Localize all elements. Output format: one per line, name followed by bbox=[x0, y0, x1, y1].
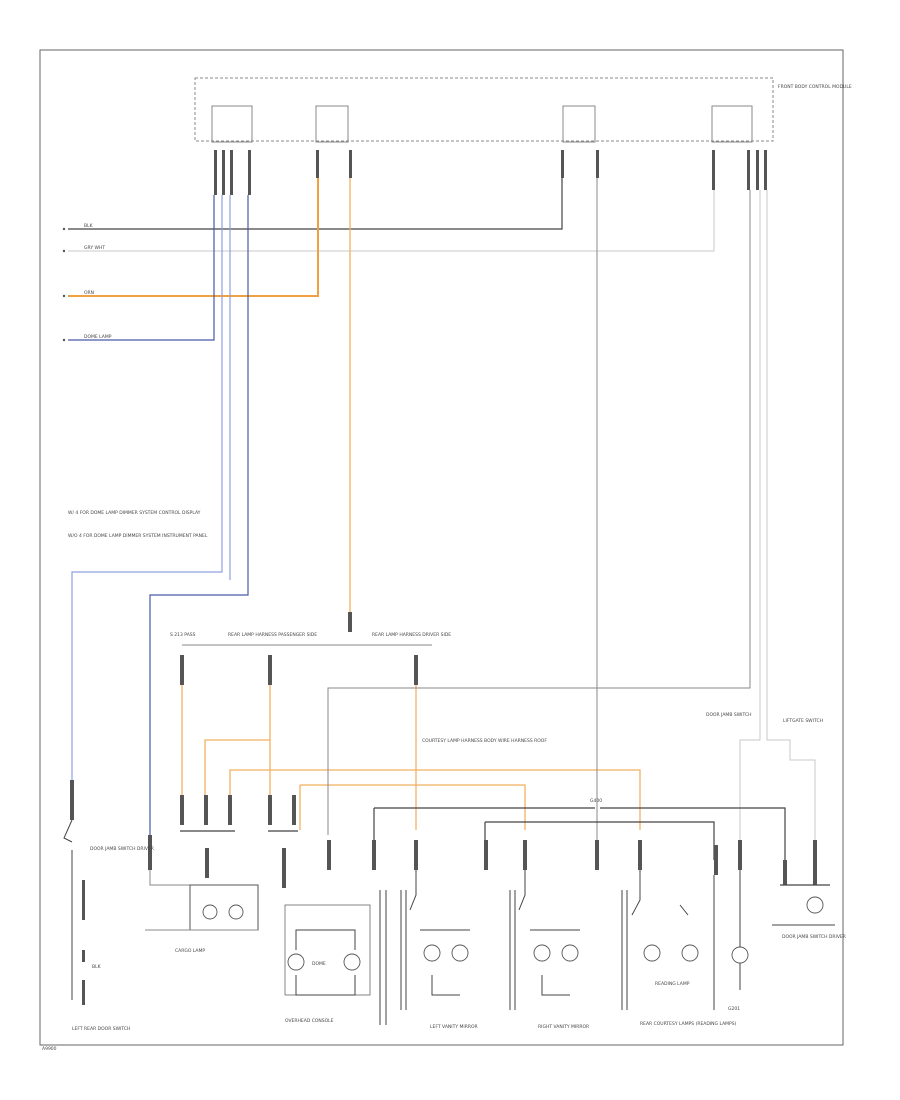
wire-orange-e bbox=[416, 769, 641, 830]
rear-courtesy-edge bbox=[621, 890, 628, 1010]
splice-label-4: COURTESY LAMP HARNESS BODY WIRE HARNESS … bbox=[422, 738, 547, 744]
overhead-console-box bbox=[284, 904, 371, 996]
left-vanity-bulb-1 bbox=[423, 944, 441, 962]
left-vanity-switch bbox=[409, 870, 417, 911]
lamp-pins bbox=[148, 835, 817, 888]
switch-driver-label: DOOR JAMB SWITCH DRIVER bbox=[782, 934, 846, 940]
left-switch bbox=[63, 819, 73, 1000]
console-wiring-b bbox=[295, 975, 356, 996]
door-jamb-label: DOOR JAMB SWITCH bbox=[706, 712, 751, 718]
wire-gray-horz bbox=[327, 190, 751, 835]
rear-courtesy-label: REAR COURTESY LAMPS (READING LAMPS) bbox=[640, 1021, 737, 1027]
door-jamb-bulb bbox=[731, 946, 749, 964]
wire-light-right-b bbox=[766, 190, 816, 840]
right-vanity-bulb-2 bbox=[561, 944, 579, 962]
right-vanity-label: RIGHT VANITY MIRROR bbox=[538, 1024, 589, 1030]
wire-blue-left bbox=[71, 195, 223, 780]
module-connector-3 bbox=[562, 105, 596, 143]
wire-blk bbox=[68, 178, 563, 230]
wire-gry-wht bbox=[68, 190, 715, 252]
left-switch-label: DOOR JAMB SWITCH DRIVER bbox=[90, 846, 154, 852]
console-wiring bbox=[295, 929, 356, 950]
cargo-bulb-1 bbox=[202, 904, 218, 920]
wire-label-c: ORN bbox=[84, 290, 94, 296]
wire-label-a: BLK bbox=[84, 223, 94, 229]
left-switch-pin bbox=[70, 780, 74, 820]
wire-light-right-a bbox=[739, 190, 761, 840]
right-vanity-edge bbox=[509, 890, 516, 1010]
fuse-label: BLK bbox=[92, 964, 102, 970]
cargo-wire bbox=[149, 870, 258, 886]
left-chain-pins bbox=[82, 880, 85, 1005]
ground-bus-a bbox=[374, 807, 786, 860]
console-bulb-1 bbox=[287, 953, 305, 971]
wire-label-b: GRY WHT bbox=[84, 245, 105, 251]
module-pins bbox=[214, 150, 767, 195]
wire-label-d: DOME LAMP bbox=[84, 334, 112, 340]
rear-bulb-2 bbox=[681, 944, 699, 962]
overhead-console-label: OVERHEAD CONSOLE bbox=[285, 1018, 334, 1024]
control-module-outline bbox=[194, 77, 774, 142]
left-vanity-bulb-2 bbox=[451, 944, 469, 962]
splice-label-1: S 213 PASS bbox=[170, 632, 196, 638]
note-2: W/O 4 FOR DOME LAMP DIMMER SYSTEM INSTRU… bbox=[68, 533, 208, 539]
wire-orange-g bbox=[300, 784, 526, 830]
diagram-frame bbox=[39, 49, 844, 1046]
rear-courtesy-switches bbox=[631, 870, 689, 916]
cargo-bulb-2 bbox=[228, 904, 244, 920]
wire-dome-lamp bbox=[68, 195, 215, 341]
module-connector-1 bbox=[211, 105, 253, 143]
module-connector-2 bbox=[315, 105, 349, 143]
console-edge bbox=[379, 890, 387, 1025]
module-connector-4 bbox=[711, 105, 753, 143]
control-module-label: FRONT BODY CONTROL MODULE bbox=[778, 84, 852, 90]
ground-label: G400 bbox=[590, 798, 602, 804]
wire-blue-dark-left bbox=[149, 195, 249, 835]
wire-orange-b bbox=[204, 685, 271, 795]
ground-bus-b bbox=[485, 821, 715, 860]
console-bulb-2 bbox=[343, 953, 361, 971]
footer-code: A9900 bbox=[42, 1046, 57, 1052]
right-vanity-wiring bbox=[530, 929, 580, 996]
reading-lamp-label: READING LAMP bbox=[655, 981, 690, 987]
right-vanity-switch bbox=[518, 870, 526, 911]
dome-label: DOME bbox=[312, 961, 326, 967]
wire-orn bbox=[68, 178, 319, 297]
left-vanity-wiring bbox=[420, 929, 470, 996]
far-right-bulb bbox=[806, 896, 824, 914]
trunk-pin bbox=[348, 612, 352, 632]
liftgate-label: LIFTGATE SWITCH bbox=[783, 718, 823, 724]
note-1: W/ 4 FOR DOME LAMP DIMMER SYSTEM CONTROL… bbox=[68, 510, 201, 516]
cargo-lamp-box bbox=[189, 884, 259, 931]
wire-orange-d bbox=[229, 685, 417, 795]
cargo-lamp-label: CARGO LAMP bbox=[175, 948, 205, 954]
splice-label-2: REAR LAMP HARNESS PASSENGER SIDE bbox=[228, 632, 317, 638]
right-vanity-bulb-1 bbox=[533, 944, 551, 962]
left-terminals bbox=[62, 227, 66, 342]
left-vanity-edge bbox=[400, 890, 407, 1010]
splice-drops bbox=[180, 655, 418, 685]
ground-left-label: G201 bbox=[728, 1006, 740, 1012]
splice-label-3: REAR LAMP HARNESS DRIVER SIDE bbox=[372, 632, 451, 638]
lower-connectors bbox=[180, 795, 298, 832]
rear-bulb-1 bbox=[643, 944, 661, 962]
bottom-left-label: LEFT REAR DOOR SWITCH bbox=[72, 1026, 130, 1032]
left-vanity-label: LEFT VANITY MIRROR bbox=[430, 1024, 478, 1030]
